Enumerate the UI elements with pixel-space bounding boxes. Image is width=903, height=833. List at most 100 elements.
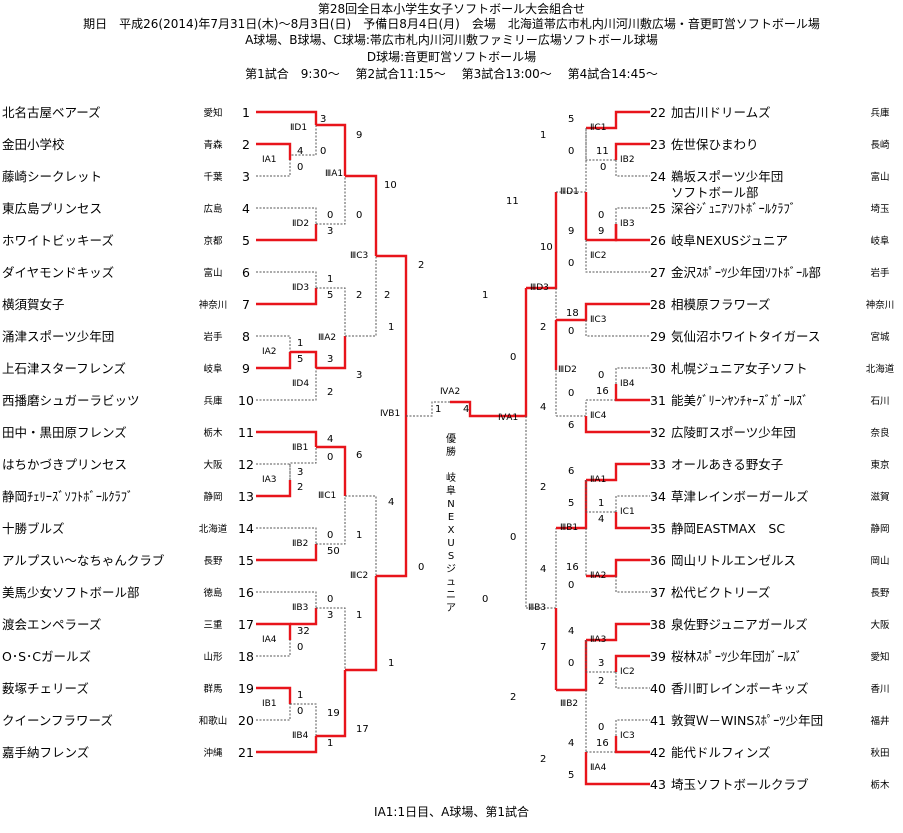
team-number: 12: [238, 457, 254, 472]
team-prefecture: 大阪: [870, 619, 890, 631]
game-label: ⅡC3: [590, 315, 606, 325]
team-number: 24: [650, 169, 666, 184]
bracket-line: [290, 608, 318, 626]
champion-char: U: [447, 538, 454, 549]
game-label: ⅠA2: [262, 347, 277, 357]
team-prefecture: 岩手: [870, 267, 890, 279]
team-number: 30: [650, 361, 666, 376]
team-number: 20: [238, 713, 254, 728]
bracket-line: [585, 240, 650, 273]
score: 9: [598, 226, 604, 237]
bracket-line: [585, 320, 650, 337]
score: 50: [327, 546, 340, 557]
game-label: ⅠC1: [620, 507, 635, 517]
game-label: ⅡC2: [590, 251, 606, 261]
team-name: 渡会エンペラーズ: [2, 617, 101, 632]
bracket-line: [584, 416, 650, 434]
team-number: 15: [238, 553, 254, 568]
bracket-line: [256, 544, 318, 562]
team-name: はちかづきプリンセス: [2, 457, 127, 472]
team-prefecture: 神奈川: [866, 299, 895, 311]
bracket-line: [614, 384, 650, 402]
team-prefecture: 北海道: [199, 523, 228, 535]
team-prefecture: 秋田: [870, 747, 889, 759]
bracket-line: [256, 142, 292, 160]
team-prefecture: 兵庫: [870, 107, 890, 119]
bracket-line: [256, 622, 292, 640]
score: 1: [435, 404, 441, 415]
score: 9: [356, 130, 362, 141]
bracket-line: [615, 719, 650, 736]
bracket-line: [586, 462, 650, 482]
team-number: 32: [650, 425, 666, 440]
team-name: 横須賀女子: [2, 297, 65, 312]
score: 5: [568, 498, 574, 509]
game-label: ⅢA1: [325, 169, 343, 179]
score: 4: [297, 146, 303, 157]
team-prefecture: 香川: [870, 684, 889, 695]
team-prefecture: 栃木: [870, 779, 890, 791]
bracket-line: [316, 445, 347, 496]
score: 0: [356, 210, 362, 221]
team-prefecture: 北海道: [866, 363, 895, 375]
game-label: ⅢB2: [560, 699, 578, 709]
score: 6: [356, 450, 362, 461]
score: 3: [320, 114, 326, 125]
champion-char: ュ: [446, 577, 456, 588]
team-number: 13: [238, 489, 254, 504]
score: 0: [568, 258, 574, 269]
score: 0: [568, 580, 574, 591]
team-prefecture: 京都: [203, 235, 223, 247]
team-name: オールあきる野女子: [671, 457, 783, 472]
team-name: 広陵町スポーツ少年団: [671, 425, 796, 440]
team-name: 薮塚チェリーズ: [2, 681, 89, 696]
bracket-line: [256, 480, 292, 498]
team-prefecture: 愛知: [870, 651, 889, 663]
score: 5: [568, 770, 574, 781]
score: 4: [463, 404, 469, 415]
team-prefecture: 石川: [870, 396, 889, 407]
team-prefecture: 埼玉: [870, 203, 890, 215]
bracket-line: [615, 160, 650, 177]
bracket-line: [316, 496, 346, 545]
game-label: ⅢA2: [318, 333, 336, 343]
team-name: ホワイトビッキーズ: [2, 233, 114, 248]
score: 3: [356, 370, 362, 381]
bracket-line: [256, 335, 291, 352]
score: 2: [510, 692, 516, 703]
bracket-line: [614, 512, 650, 530]
team-name: 気仙沼ホワイトタイガース: [671, 329, 820, 344]
team-name: 岡山リトルエンゼルス: [671, 553, 796, 568]
bracket-line: [586, 558, 650, 578]
bracket-line: [256, 271, 317, 288]
team-number: 11: [238, 425, 254, 440]
team-prefecture: 山形: [203, 651, 223, 663]
score: 1: [297, 338, 303, 349]
score: 0: [568, 388, 574, 399]
bracket-line: [345, 495, 377, 576]
game-label: ⅣA2: [440, 387, 460, 397]
score: 10: [540, 242, 553, 253]
team-name: 札幌ジュニア女子ソフト: [671, 361, 808, 376]
game-label: ⅡC1: [590, 123, 606, 133]
bracket-line: [450, 400, 497, 418]
game-label: ⅡB4: [292, 731, 309, 741]
score: 1: [540, 130, 546, 141]
game-label: ⅠC2: [620, 667, 635, 677]
bracket-line: [556, 302, 650, 322]
score: 3: [598, 658, 604, 669]
team-prefecture: 奈良: [870, 427, 890, 439]
score: 16: [566, 562, 579, 573]
team-name: O･S･Cガールズ: [2, 649, 91, 664]
team-number: 37: [650, 585, 666, 600]
team-number: 23: [650, 137, 666, 152]
score: 4: [327, 434, 333, 445]
score: 4: [568, 738, 574, 749]
bracket-line: [256, 686, 292, 704]
team-name: 岐阜NEXUSジュニア: [671, 233, 788, 248]
game-label: ⅡC4: [590, 411, 607, 421]
team-number: 28: [650, 297, 666, 312]
team-prefecture: 宮城: [870, 331, 890, 343]
score: 10: [384, 180, 397, 191]
game-label: ⅡB1: [292, 443, 308, 453]
